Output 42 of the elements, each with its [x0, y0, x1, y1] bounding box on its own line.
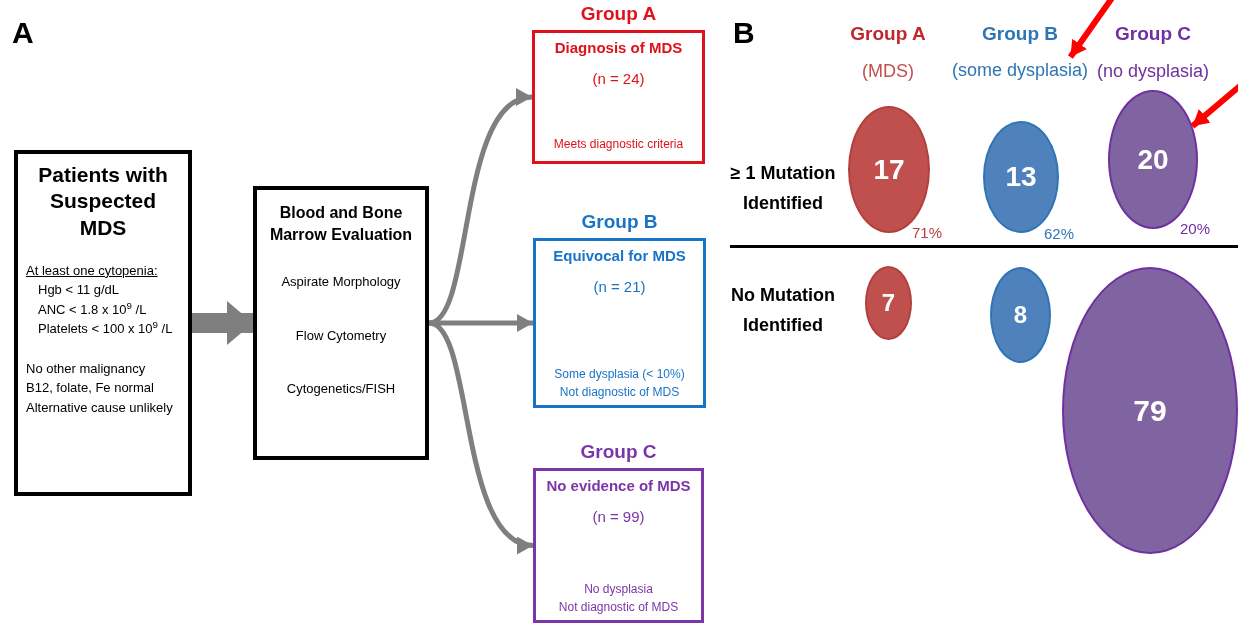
process-box — [14, 150, 192, 496]
note-text: Not diagnostic of MDS — [559, 384, 680, 401]
row-heading: No Mutation Identified — [730, 284, 836, 337]
row-heading: ≥ 1 Mutation Identified — [729, 162, 837, 215]
note-text: Some dysplasia (< 10%) — [554, 366, 685, 383]
note-text: No dysplasia — [584, 581, 653, 598]
criteria-item: Hgb < 11 g/dL — [37, 281, 120, 300]
panel-letter: B — [733, 15, 756, 51]
column-heading: Group C — [1114, 22, 1192, 46]
group-heading: Group B — [581, 210, 658, 234]
box-title: Equivocal for MDS — [553, 246, 686, 266]
criteria-heading: At least one cytopenia: — [26, 261, 158, 280]
method-item: Flow Cytometry — [295, 326, 387, 345]
count-bubble: 79 — [1062, 267, 1238, 554]
process-box — [253, 186, 429, 460]
note-text: Not diagnostic of MDS — [558, 599, 679, 616]
count-text: (n = 21) — [593, 276, 646, 297]
box-title: No evidence of MDS — [546, 476, 691, 496]
box-title: Blood and Bone Marrow Evaluation — [268, 203, 414, 245]
criteria-item: Platelets < 100 x 10$^{9}$ /L — [37, 319, 173, 339]
count-text: (n = 24) — [592, 68, 645, 89]
criteria-item: No other malignancy — [26, 359, 146, 378]
panel-letter: A — [12, 15, 35, 51]
criteria-item: ANC < 1.8 x 10$^{9}$ /L — [37, 299, 147, 319]
column-heading: Group B — [981, 22, 1059, 46]
count-bubble: 8 — [990, 267, 1051, 363]
group-heading: Group C — [580, 440, 657, 464]
box-title: Patients with Suspected MDS — [37, 162, 169, 241]
group-heading: Group A — [580, 2, 657, 26]
block-arrow — [192, 301, 253, 345]
column-subheading: (some dysplasia) — [950, 57, 1090, 83]
count-text: (n = 99) — [592, 506, 645, 527]
method-item: Aspirate Morphology — [281, 273, 401, 291]
arrow — [1067, 0, 1115, 59]
box-title: Diagnosis of MDS — [554, 38, 683, 58]
note-text: Meets diagnostic criteria — [553, 136, 684, 153]
column-heading: Group A — [849, 22, 927, 46]
criteria-item: Alternative cause unlikely — [26, 398, 173, 417]
method-item: Cytogenetics/FISH — [286, 380, 396, 398]
criteria-item: B12, folate, Fe normal — [26, 379, 154, 398]
count-bubble: 7 — [865, 266, 912, 340]
arrow — [1190, 83, 1238, 129]
